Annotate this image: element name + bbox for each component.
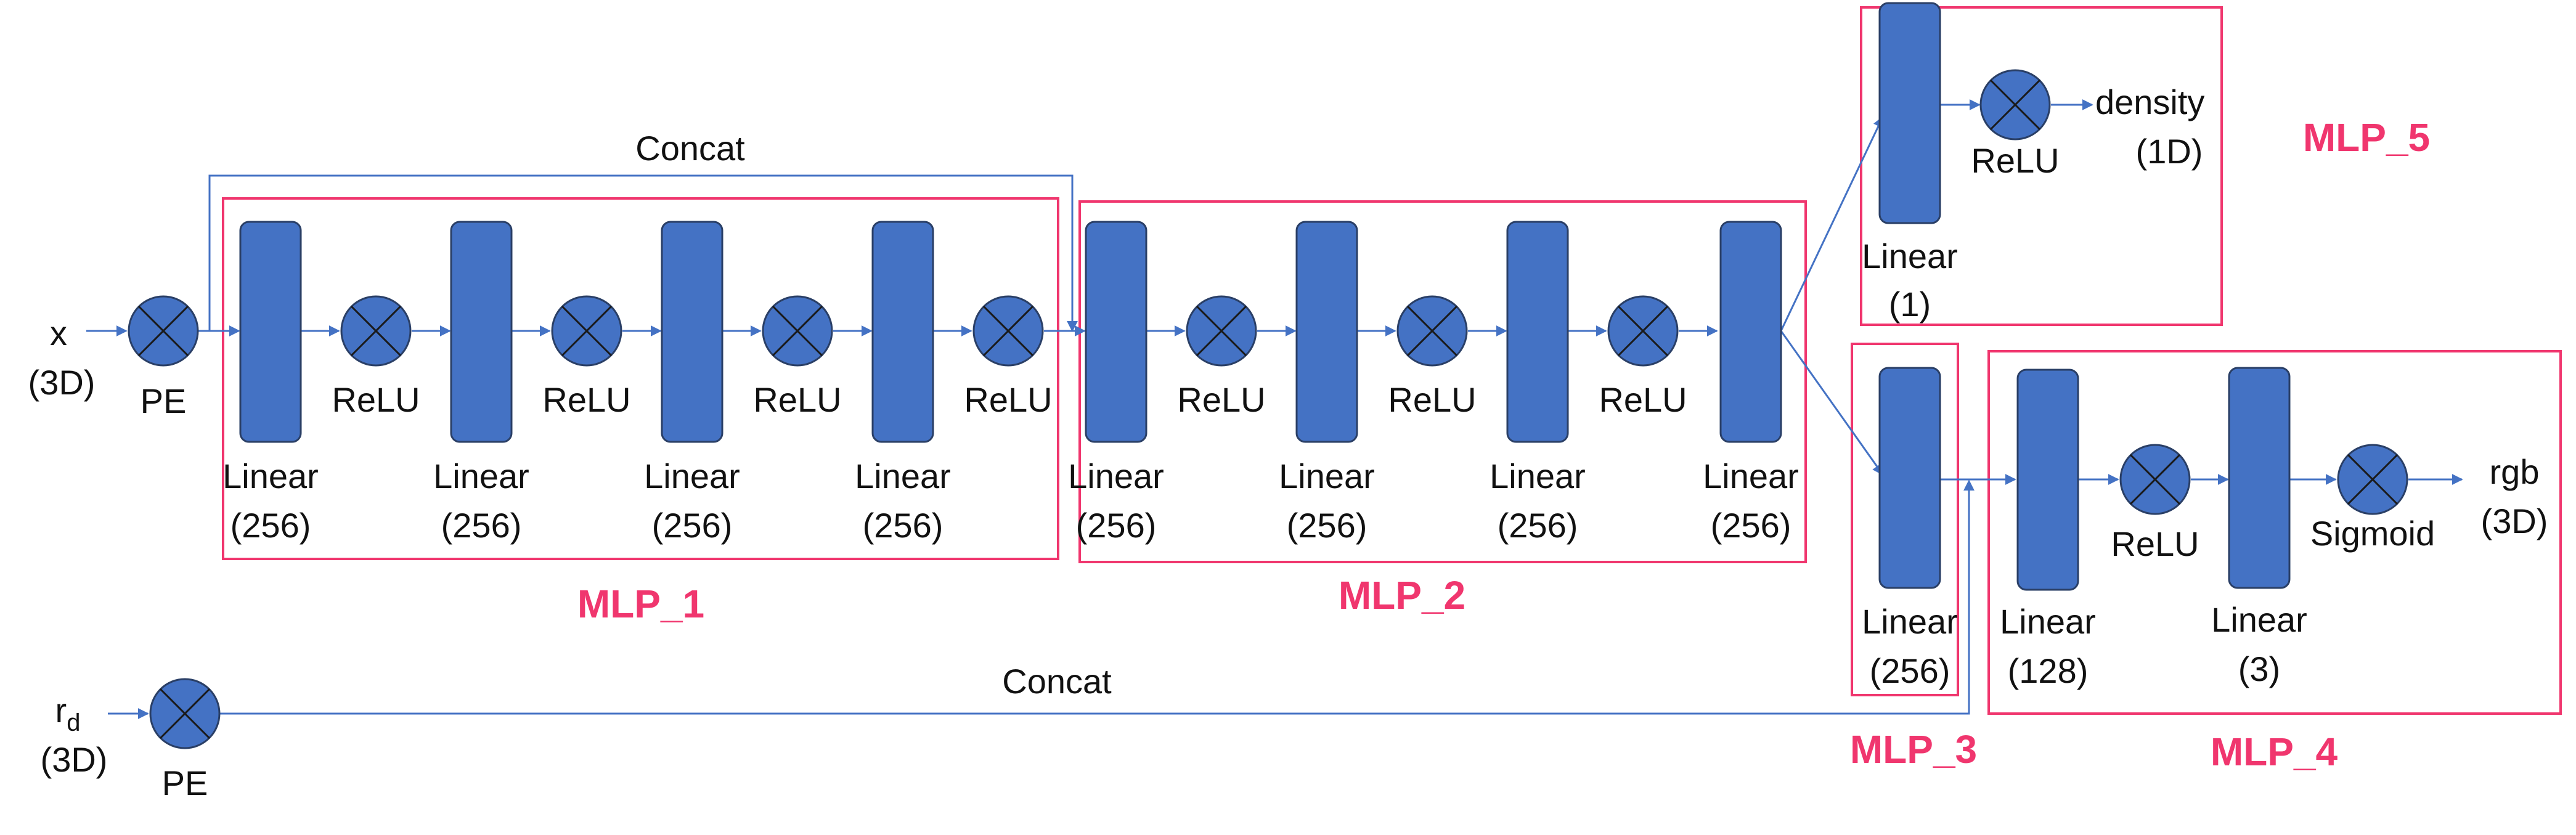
linear-layer-3out bbox=[2228, 367, 2291, 589]
mlp2-label: MLP_2 bbox=[1339, 573, 1465, 617]
linear-layer-8 bbox=[1719, 221, 1782, 443]
mlp5-label: MLP_5 bbox=[2303, 115, 2430, 160]
linear-size-128: (128) bbox=[2008, 651, 2089, 690]
linear-label-8: Linear bbox=[1703, 457, 1799, 495]
edge-l8-to-density-linear bbox=[1780, 116, 1884, 332]
linear-layer-mlp3 bbox=[1878, 367, 1941, 589]
concat-top-label: Concat bbox=[635, 129, 745, 168]
linear-layer-128 bbox=[2016, 369, 2079, 591]
relu-label-4: ReLU bbox=[964, 380, 1052, 419]
linear-label-3out: Linear bbox=[2211, 600, 2307, 639]
linear-size-8: (256) bbox=[1711, 506, 1791, 545]
mlp1-label: MLP_1 bbox=[577, 582, 704, 626]
mlp5-box bbox=[1860, 6, 2223, 326]
relu-node-7 bbox=[1607, 295, 1679, 367]
linear-layer-7 bbox=[1506, 221, 1569, 443]
mlp4-box bbox=[1987, 350, 2562, 715]
relu-node-density bbox=[1979, 69, 2051, 141]
relu-label-7: ReLU bbox=[1599, 380, 1687, 419]
linear-size-7: (256) bbox=[1498, 506, 1578, 545]
linear-label-1: Linear bbox=[222, 457, 319, 495]
linear-layer-2 bbox=[450, 221, 513, 443]
linear-label-mlp3: Linear bbox=[1862, 602, 1958, 641]
relu-label-5: ReLU bbox=[1177, 380, 1265, 419]
linear-size-1: (256) bbox=[230, 506, 311, 545]
relu-label-mlp4: ReLU bbox=[2111, 524, 2199, 563]
linear-layer-4 bbox=[871, 221, 934, 443]
relu-node-5 bbox=[1186, 295, 1257, 367]
pe-top-label: PE bbox=[141, 381, 187, 420]
linear-label-5: Linear bbox=[1068, 457, 1164, 495]
relu-node-2 bbox=[551, 295, 622, 367]
linear-label-density: Linear bbox=[1862, 237, 1958, 275]
input-rd-name: rd bbox=[55, 691, 81, 736]
relu-label-2: ReLU bbox=[542, 380, 630, 419]
mlp2-box bbox=[1078, 200, 1807, 563]
linear-layer-density bbox=[1878, 2, 1941, 224]
linear-label-6: Linear bbox=[1279, 457, 1375, 495]
relu-node-4 bbox=[972, 295, 1044, 367]
relu-node-3 bbox=[762, 295, 833, 367]
mlp3-box bbox=[1851, 343, 1959, 696]
linear-layer-1 bbox=[239, 221, 302, 443]
linear-label-4: Linear bbox=[855, 457, 951, 495]
linear-size-6: (256) bbox=[1287, 506, 1367, 545]
pe-bottom-label: PE bbox=[162, 764, 208, 802]
pe-bottom-node bbox=[149, 678, 221, 749]
input-rd-subscript: d bbox=[67, 709, 80, 736]
relu-node-mlp4 bbox=[2119, 444, 2191, 515]
output-rgb-dim: (3D) bbox=[2481, 502, 2548, 540]
linear-layer-3 bbox=[661, 221, 723, 443]
sigmoid-label: Sigmoid bbox=[2310, 514, 2435, 553]
edge-concat-rd bbox=[220, 479, 1975, 715]
linear-label-2: Linear bbox=[433, 457, 529, 495]
output-density-dim: (1D) bbox=[2136, 132, 2203, 171]
relu-node-1 bbox=[340, 295, 412, 367]
edge-l8-to-mlp3-linear bbox=[1780, 330, 1884, 476]
mlp1-box bbox=[222, 197, 1059, 560]
relu-label-3: ReLU bbox=[753, 380, 841, 419]
linear-layer-5 bbox=[1085, 221, 1147, 443]
linear-label-7: Linear bbox=[1490, 457, 1586, 495]
linear-layer-6 bbox=[1295, 221, 1358, 443]
relu-label-1: ReLU bbox=[332, 380, 420, 419]
linear-label-128: Linear bbox=[2000, 602, 2096, 641]
concat-bottom-label: Concat bbox=[1002, 662, 1112, 701]
mlp3-label: MLP_3 bbox=[1850, 727, 1977, 772]
linear-size-2: (256) bbox=[441, 506, 522, 545]
mlp4-label: MLP_4 bbox=[2211, 730, 2338, 774]
relu-label-6: ReLU bbox=[1388, 380, 1476, 419]
linear-label-3: Linear bbox=[644, 457, 740, 495]
input-rd-symbol: r bbox=[55, 691, 67, 730]
input-x-name: x bbox=[50, 314, 67, 352]
input-x-dim: (3D) bbox=[28, 363, 96, 402]
linear-size-3: (256) bbox=[652, 506, 733, 545]
linear-size-4: (256) bbox=[863, 506, 944, 545]
linear-size-5: (256) bbox=[1076, 506, 1157, 545]
sigmoid-node bbox=[2337, 444, 2408, 515]
pe-top-node bbox=[128, 295, 199, 367]
linear-size-3out: (3) bbox=[2238, 650, 2280, 688]
edge-concat-skip bbox=[208, 174, 1078, 332]
input-rd-dim: (3D) bbox=[41, 740, 108, 779]
relu-node-6 bbox=[1396, 295, 1468, 367]
linear-size-density: (1) bbox=[1889, 285, 1931, 324]
relu-label-density: ReLU bbox=[1971, 141, 2059, 180]
output-rgb-name: rgb bbox=[2490, 452, 2540, 491]
output-density-name: density bbox=[2095, 83, 2204, 121]
linear-size-mlp3: (256) bbox=[1870, 651, 1950, 690]
